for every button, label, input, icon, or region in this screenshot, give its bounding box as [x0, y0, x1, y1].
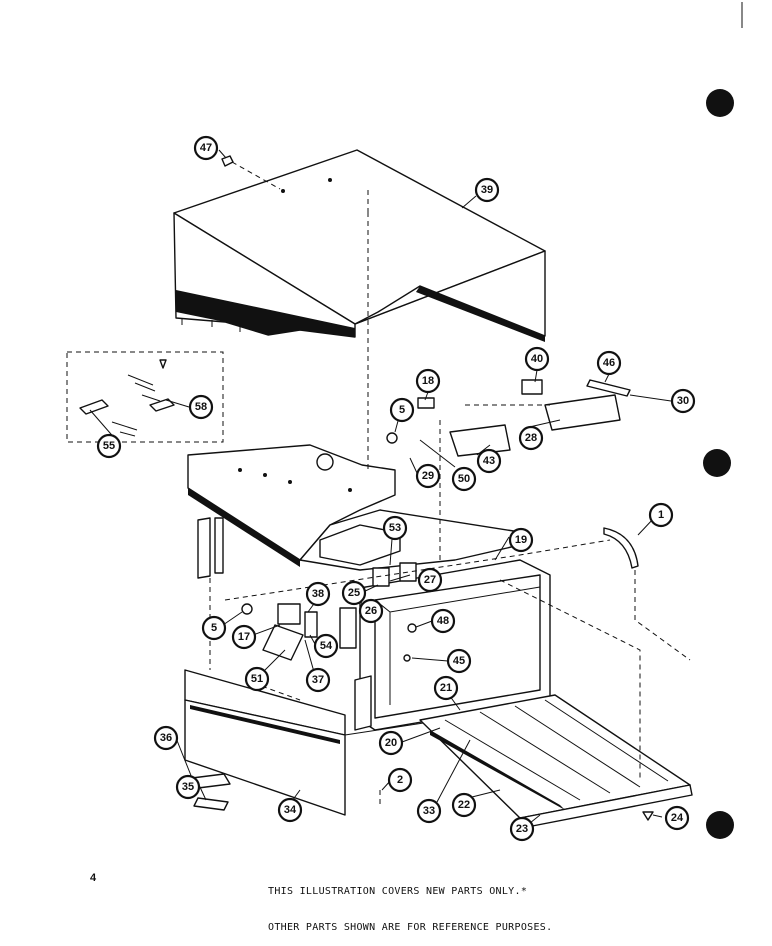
- svg-text:50: 50: [458, 473, 470, 485]
- base-pan: [184, 669, 431, 816]
- svg-text:37: 37: [312, 674, 324, 686]
- top-cover: [173, 149, 546, 342]
- exploded-parts-diagram: 47 39 58 55 18 40 46 30 5 29 50 43 28 53…: [66, 2, 743, 842]
- svg-text:36: 36: [160, 732, 172, 744]
- svg-text:46: 46: [603, 357, 615, 369]
- callout-58: 58: [188, 394, 214, 420]
- svg-text:34: 34: [284, 804, 297, 816]
- punch-hole-top: [706, 89, 734, 117]
- svg-text:51: 51: [251, 673, 263, 685]
- callout-17: 17: [231, 624, 257, 650]
- callout-22: 22: [451, 792, 477, 818]
- callout-54: 54: [313, 633, 339, 659]
- svg-text:21: 21: [440, 682, 452, 694]
- svg-text:55: 55: [103, 440, 115, 452]
- svg-text:30: 30: [677, 395, 689, 407]
- svg-text:29: 29: [422, 470, 434, 482]
- callout-50: 50: [451, 466, 477, 492]
- callout-20: 20: [378, 730, 404, 756]
- oven-cavity: [339, 559, 551, 731]
- svg-text:2: 2: [397, 774, 403, 786]
- footnote-line-2: OTHER PARTS SHOWN ARE FOR REFERENCE PURP…: [268, 922, 553, 933]
- callout-38: 38: [305, 581, 331, 607]
- callout-24: 24: [664, 805, 690, 831]
- svg-text:26: 26: [365, 605, 377, 617]
- svg-text:5: 5: [399, 404, 405, 416]
- callout-35: 35: [175, 774, 201, 800]
- screw-47: [221, 155, 281, 190]
- component-sketches: [191, 379, 654, 821]
- callout-21: 21: [433, 675, 459, 701]
- callout-5-upper: 5: [389, 397, 415, 423]
- svg-text:45: 45: [453, 655, 465, 667]
- callout-29: 29: [415, 463, 441, 489]
- page-number: 4: [90, 872, 97, 884]
- svg-text:17: 17: [238, 631, 250, 643]
- svg-text:54: 54: [320, 640, 333, 652]
- svg-text:27: 27: [424, 574, 436, 586]
- svg-text:22: 22: [458, 799, 470, 811]
- callout-37: 37: [305, 667, 331, 693]
- svg-text:25: 25: [348, 587, 360, 599]
- svg-text:47: 47: [200, 142, 212, 154]
- svg-text:39: 39: [481, 184, 493, 196]
- callout-1: 1: [648, 502, 674, 528]
- callout-36: 36: [153, 725, 179, 751]
- callout-43: 43: [476, 448, 502, 474]
- svg-text:24: 24: [671, 812, 684, 824]
- footnote-line-1: THIS ILLUSTRATION COVERS NEW PARTS ONLY.…: [268, 886, 528, 897]
- punch-hole-bottom: [706, 811, 734, 839]
- callout-30: 30: [670, 388, 696, 414]
- svg-text:19: 19: [515, 534, 527, 546]
- callout-47: 47: [193, 135, 219, 161]
- callout-18: 18: [415, 368, 441, 394]
- oven-tray: [419, 694, 693, 829]
- callout-28: 28: [518, 425, 544, 451]
- svg-text:33: 33: [423, 805, 435, 817]
- svg-text:58: 58: [195, 401, 207, 413]
- svg-text:23: 23: [516, 823, 528, 835]
- callout-39-cover: 39: [474, 177, 500, 203]
- callout-55: 55: [96, 433, 122, 459]
- svg-text:20: 20: [385, 737, 397, 749]
- callout-26: 26: [358, 598, 384, 624]
- callout-5-lower: 5: [201, 615, 227, 641]
- callout-45: 45: [446, 648, 472, 674]
- svg-text:1: 1: [658, 509, 664, 521]
- svg-text:38: 38: [312, 588, 324, 600]
- callout-33: 33: [416, 798, 442, 824]
- svg-text:35: 35: [182, 781, 194, 793]
- svg-text:53: 53: [389, 522, 401, 534]
- callout-40: 40: [524, 346, 550, 372]
- callout-53: 53: [382, 515, 408, 541]
- svg-text:43: 43: [483, 455, 495, 467]
- callout-25: 25: [341, 580, 367, 606]
- svg-text:18: 18: [422, 375, 434, 387]
- svg-text:40: 40: [531, 353, 543, 365]
- callout-48: 48: [430, 608, 456, 634]
- callout-19: 19: [508, 527, 534, 553]
- callout-2: 2: [387, 767, 413, 793]
- footnote: THIS ILLUSTRATION COVERS NEW PARTS ONLY.…: [268, 862, 552, 946]
- arc-part-1: [603, 527, 639, 569]
- callout-46-top: 46: [596, 350, 622, 376]
- punch-hole-middle: [703, 449, 731, 477]
- detail-box: [66, 351, 224, 443]
- chassis-frame: [187, 444, 521, 579]
- svg-text:5: 5: [211, 622, 217, 634]
- callout-27: 27: [417, 567, 443, 593]
- svg-text:48: 48: [437, 615, 449, 627]
- callout-51: 51: [244, 666, 270, 692]
- svg-text:28: 28: [525, 432, 537, 444]
- callout-34: 34: [277, 797, 303, 823]
- callout-23: 23: [509, 816, 535, 842]
